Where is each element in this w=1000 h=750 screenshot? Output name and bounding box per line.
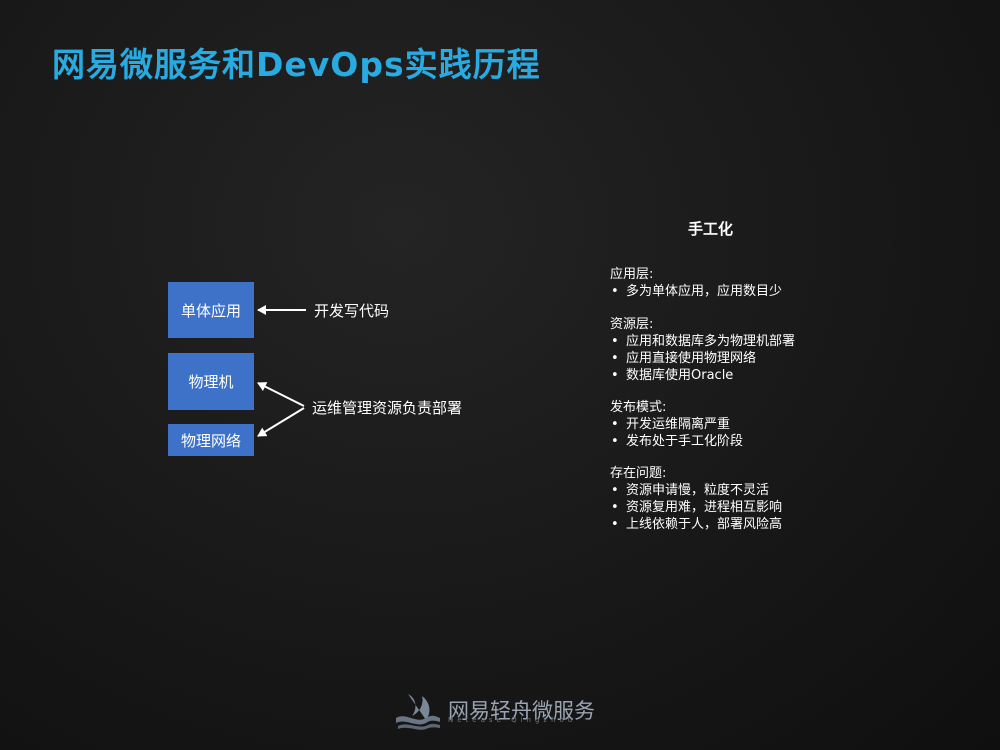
section-problems: 存在问题: 资源申请慢，粒度不灵活 资源复用难，进程相互影响 上线依赖于人，部署…	[610, 465, 782, 533]
physical-network-box: 物理网络	[168, 424, 254, 456]
section-resource-layer: 资源层: 应用和数据库多为物理机部署 应用直接使用物理网络 数据库使用Oracl…	[610, 316, 795, 384]
arrow-ops-network	[257, 407, 305, 437]
section-title: 应用层:	[610, 267, 654, 282]
monolith-app-box: 单体应用	[168, 282, 254, 338]
list-item: 数据库使用Oracle	[610, 367, 795, 384]
list-item: 开发运维隔离严重	[610, 416, 743, 433]
physical-network-label: 物理网络	[180, 431, 241, 450]
list-item: 发布处于手工化阶段	[610, 433, 743, 450]
slide-title: 网易微服务和DevOps实践历程	[52, 45, 541, 84]
list-item: 应用直接使用物理网络	[610, 350, 795, 367]
logo-text: 网易轻舟微服务	[448, 699, 595, 723]
list-item: 上线依赖于人，部署风险高	[610, 516, 782, 533]
label-dev-code: 开发写代码	[314, 302, 390, 320]
arrow-ops-machine	[257, 382, 305, 407]
physical-machine-label: 物理机	[188, 373, 234, 391]
section-app-layer: 应用层: 多为单体应用，应用数目少	[610, 266, 782, 300]
list-item: 资源申请慢，粒度不灵活	[610, 482, 782, 499]
panel-heading: 手工化	[688, 220, 734, 238]
logo-subtext: Netease Qingzhou	[448, 716, 577, 724]
section-title: 发布模式:	[610, 400, 667, 415]
list-item: 多为单体应用，应用数目少	[610, 283, 782, 300]
list-item: 应用和数据库多为物理机部署	[610, 333, 795, 350]
section-title: 存在问题:	[610, 466, 667, 481]
monolith-app-label: 单体应用	[180, 301, 241, 320]
label-ops-deploy: 运维管理资源负责部署	[312, 399, 463, 417]
section-title: 资源层:	[610, 317, 654, 332]
section-release-mode: 发布模式: 开发运维隔离严重 发布处于手工化阶段	[610, 399, 743, 450]
wave-logo-icon	[396, 694, 440, 730]
footer-logo: 网易轻舟微服务	[394, 690, 595, 730]
list-item: 资源复用难，进程相互影响	[610, 499, 782, 516]
physical-machine-box: 物理机	[168, 353, 254, 410]
